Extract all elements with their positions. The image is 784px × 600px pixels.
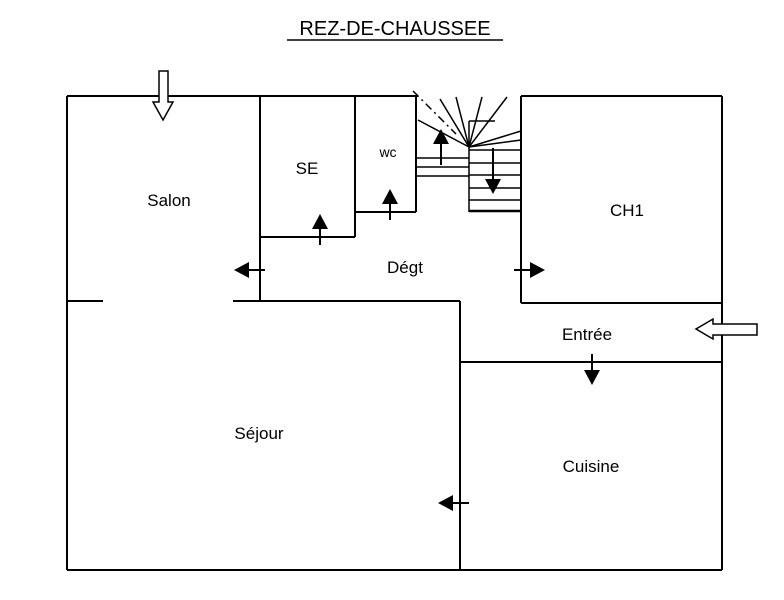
sejour-door-arrow-icon — [437, 494, 470, 512]
room-label-cuisine: Cuisine — [563, 457, 620, 476]
room-label-sejour: Séjour — [234, 424, 283, 443]
wc-door-arrow-icon — [381, 188, 399, 221]
room-label-entree: Entrée — [562, 325, 612, 344]
staircase — [412, 90, 522, 213]
room-label-wc: wc — [378, 144, 396, 160]
stair-up-arrow-icon — [433, 129, 449, 165]
top-access-arrow-icon — [151, 70, 175, 122]
room-label-se: SE — [296, 159, 319, 178]
walls — [66, 95, 723, 571]
stair-down-arrow-icon — [485, 148, 501, 194]
room-label-degt: Dégt — [387, 258, 423, 277]
room-label-salon: Salon — [147, 191, 190, 210]
room-label-ch1: CH1 — [610, 201, 644, 220]
ch1-door-arrow-icon — [513, 261, 546, 279]
se-door-arrow-icon — [311, 213, 329, 246]
entrance-access-arrow-icon — [694, 317, 758, 341]
plan-title: REZ-DE-CHAUSSEE — [299, 18, 490, 40]
cuisine-door-arrow-icon — [583, 353, 601, 386]
